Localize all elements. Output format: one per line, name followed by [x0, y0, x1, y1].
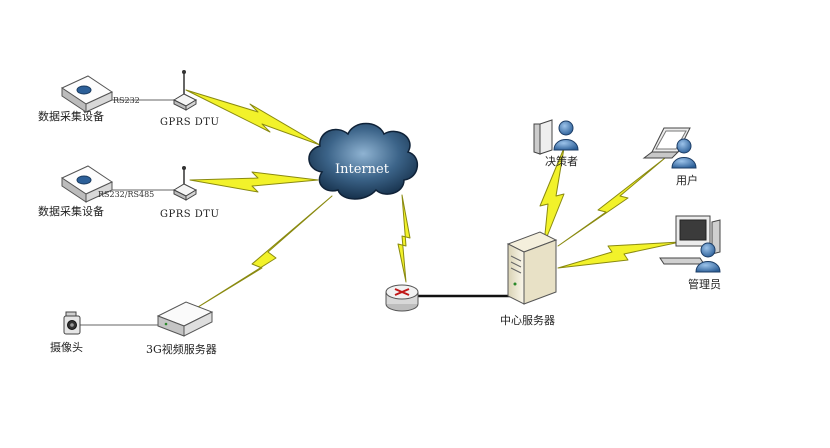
video-server-icon [156, 301, 214, 337]
data-acquisition-device-1-icon [60, 75, 114, 113]
device2-label: 数据采集设备 [38, 205, 104, 218]
wireless-links [185, 89, 681, 313]
administrator-icon [659, 215, 721, 273]
camera-label: 摄像头 [50, 341, 83, 354]
internet-cloud: Internet [308, 122, 418, 200]
iface2-label: RS232/RS485 [98, 190, 155, 199]
decision-maker-label: 决策者 [545, 155, 578, 168]
user-label: 用户 [676, 174, 698, 187]
lightning-bolt-router [397, 194, 411, 283]
router-icon [385, 284, 419, 312]
decision-maker-icon [533, 119, 579, 155]
dtu2-label: GPRS DTU [160, 209, 220, 220]
admin-label: 管理员 [688, 278, 721, 291]
central-server-label: 中心服务器 [500, 314, 555, 327]
device1-label: 数据采集设备 [38, 110, 104, 123]
user-icon [642, 127, 697, 169]
central-server-icon [506, 231, 558, 305]
gprs-dtu-2-icon [172, 166, 198, 201]
gprs-dtu-1-icon [172, 70, 198, 111]
video-server-label: 3G视频服务器 [146, 343, 217, 356]
iface1-label: RS232 [113, 96, 140, 105]
lightning-bolt-admin [557, 241, 681, 269]
lightning-bolt-video [189, 195, 333, 313]
data-acquisition-device-2-icon [60, 165, 114, 203]
lightning-bolt-user [557, 157, 666, 247]
dtu1-label: GPRS DTU [160, 117, 220, 128]
internet-label: Internet [335, 162, 390, 177]
lightning-bolt-dtu2 [189, 171, 319, 193]
camera-icon [63, 311, 81, 335]
